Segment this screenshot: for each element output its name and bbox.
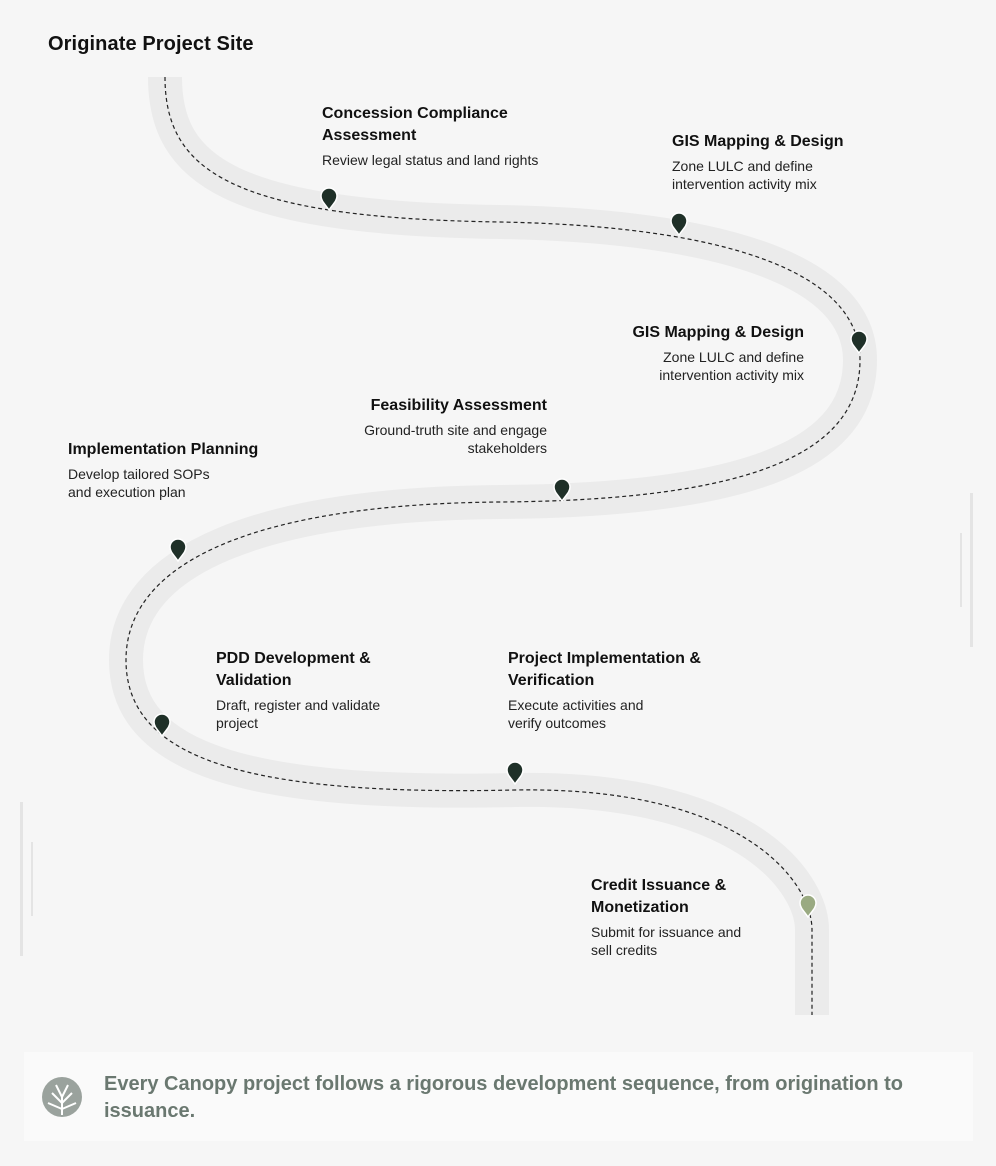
step-implementation-planning: Implementation Planning Develop tailored… [68,439,259,501]
pin-1-icon [320,187,338,212]
decorative-line [20,802,23,956]
step-description: Ground-truth site and engage stakeholder… [364,422,547,456]
step-title: GIS Mapping & Design [632,324,804,341]
pin-7-icon [506,761,524,786]
step-description: Review legal status and land rights [322,152,539,168]
page-title: Originate Project Site [48,33,254,55]
pin-8-final-icon [799,894,817,919]
canopy-tree-logo-icon [42,1077,82,1122]
step-title: Implementation Planning [68,441,259,458]
step-pdd-development: PDD Development & Validation Draft, regi… [216,648,401,732]
step-credit-issuance: Credit Issuance & Monetization Submit fo… [591,875,761,959]
decorative-line [31,842,33,916]
pin-5-icon [169,538,187,563]
step-concession-compliance: Concession Compliance Assessment Review … [322,103,562,169]
step-title: Project Implementation & Verification [508,650,701,689]
step-description: Draft, register and validate project [216,697,381,731]
road-dashed-line [125,76,861,1015]
step-gis-mapping-2: GIS Mapping & Design Zone LULC and defin… [614,322,804,384]
pin-3-icon [850,330,868,355]
step-project-implementation: Project Implementation & Verification Ex… [508,648,733,732]
step-title: Credit Issuance & Monetization [591,877,727,916]
step-description: Develop tailored SOPs and execution plan [68,466,210,500]
pin-2-icon [670,212,688,237]
step-title: PDD Development & Validation [216,650,371,689]
decorative-line [970,493,973,647]
pin-4-icon [553,478,571,503]
step-description: Submit for issuance and sell credits [591,924,742,958]
step-title: Feasibility Assessment [370,397,547,414]
step-title: GIS Mapping & Design [672,133,844,150]
step-description: Execute activities and verify outcomes [508,697,644,731]
pin-6-icon [153,713,171,738]
step-description: Zone LULC and define intervention activi… [672,158,817,192]
footer-banner: Every Canopy project follows a rigorous … [24,1052,973,1141]
footer-text: Every Canopy project follows a rigorous … [104,1073,904,1122]
step-description: Zone LULC and define intervention activi… [659,349,804,383]
step-gis-mapping-1: GIS Mapping & Design Zone LULC and defin… [672,131,862,193]
step-feasibility-assessment: Feasibility Assessment Ground-truth site… [347,395,547,457]
step-title: Concession Compliance Assessment [322,105,508,144]
roadmap-path [108,76,878,1015]
decorative-line [960,533,962,607]
